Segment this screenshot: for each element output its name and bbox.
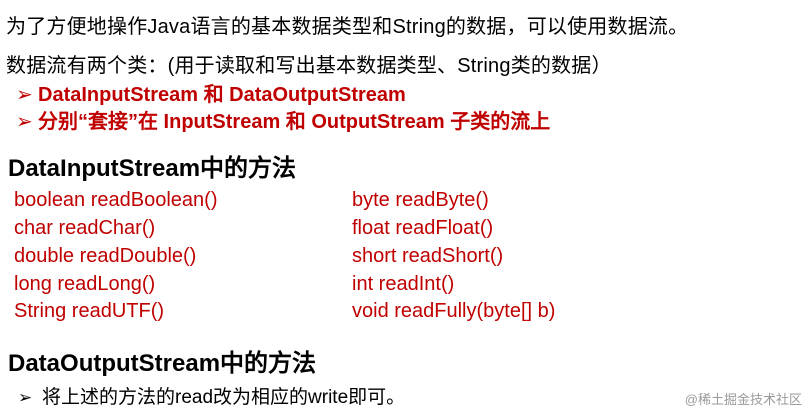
section-heading-dataoutputstream: DataOutputStream中的方法 — [8, 350, 317, 377]
bullet-item: ➢DataInputStream 和 DataOutputStream — [16, 78, 406, 107]
method-read-utf: String readUTF() — [14, 300, 165, 322]
method-read-boolean: boolean readBoolean() — [14, 189, 218, 211]
method-read-float: float readFloat() — [352, 217, 494, 239]
watermark: @稀土掘金技术社区 — [684, 392, 802, 407]
note-text: 将上述的方法的read改为相应的write即可。 — [42, 387, 406, 408]
method-read-char: char readChar() — [14, 217, 156, 239]
bullet-item: ➢分别“套接”在 InputStream 和 OutputStream 子类的流… — [16, 105, 550, 134]
method-read-int: int readInt() — [352, 273, 455, 295]
method-read-long: long readLong() — [14, 273, 156, 295]
method-read-double: double readDouble() — [14, 245, 197, 267]
intro-line-2: 数据流有两个类：(用于读取和写出基本数据类型、String类的数据） — [6, 55, 612, 77]
note-item: ➢ 将上述的方法的read改为相应的write即可。 — [18, 382, 405, 409]
method-read-fully: void readFully(byte[] b) — [352, 300, 556, 322]
intro-line-1: 为了方便地操作Java语言的基本数据类型和String的数据，可以使用数据流。 — [6, 16, 689, 38]
arrow-bullet-icon: ➢ — [16, 111, 33, 133]
method-read-short: short readShort() — [352, 245, 504, 267]
arrow-bullet-icon: ➢ — [18, 388, 33, 407]
bullet-text: 分别“套接”在 InputStream 和 OutputStream 子类的流上 — [38, 111, 551, 133]
method-read-byte: byte readByte() — [352, 189, 489, 211]
bullet-text: DataInputStream 和 DataOutputStream — [38, 84, 406, 106]
arrow-bullet-icon: ➢ — [16, 84, 33, 106]
section-heading-datainputstream: DataInputStream中的方法 — [8, 155, 297, 182]
